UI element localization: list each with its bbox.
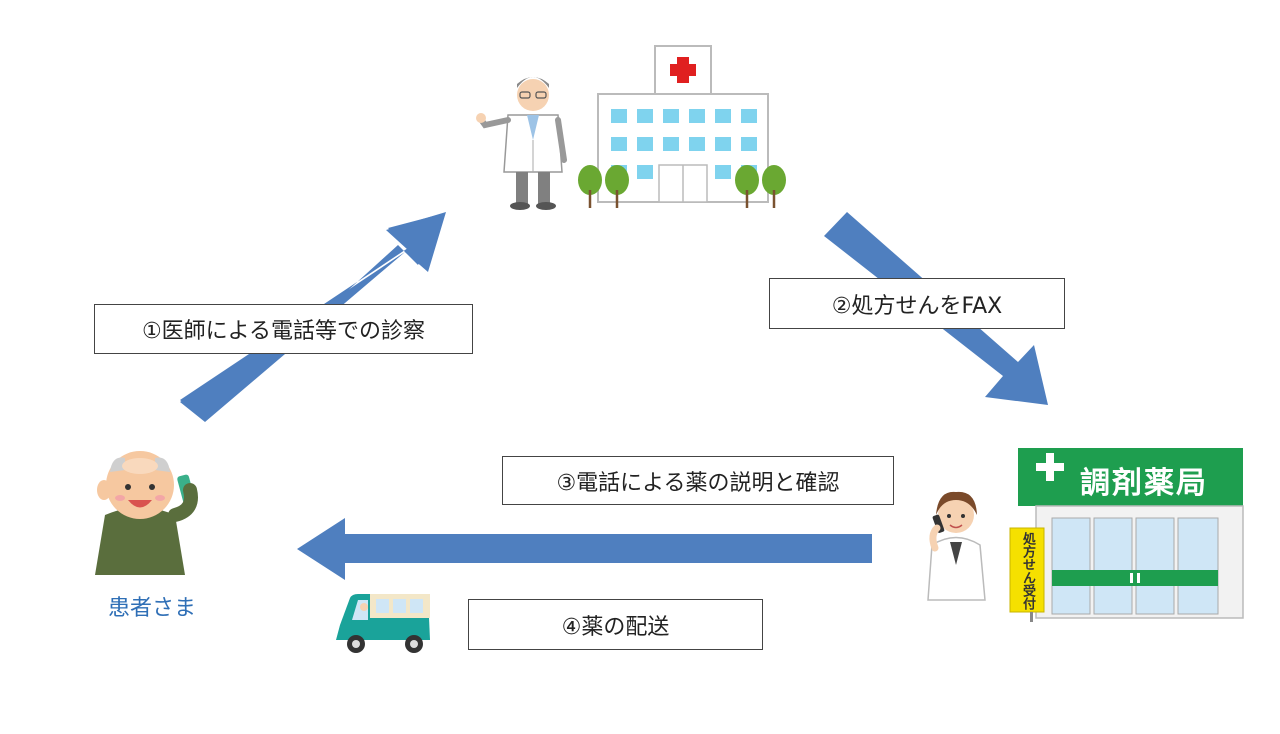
pharmacy-vertical-sign: 処方せん受付 — [1020, 532, 1035, 610]
delivery-van-icon — [336, 594, 430, 653]
hospital-icon — [578, 45, 786, 208]
pharmacy-building-icon — [1009, 448, 1244, 622]
patient-icon — [95, 451, 198, 575]
pharmacy-sign-text: 調剤薬局 — [1080, 466, 1208, 501]
step2-label: ②処方せんをFAX — [769, 278, 1065, 329]
doctor-icon — [476, 77, 567, 210]
step4-label: ④薬の配送 — [468, 599, 763, 650]
pharmacist-icon — [927, 491, 986, 601]
arrow-pharmacy-to-patient — [297, 518, 872, 580]
tree-icon — [578, 165, 786, 208]
step3-label: ③電話による薬の説明と確認 — [502, 456, 894, 505]
step1-label: ①医師による電話等での診察 — [94, 304, 473, 354]
patient-label: 患者さま — [107, 596, 196, 621]
